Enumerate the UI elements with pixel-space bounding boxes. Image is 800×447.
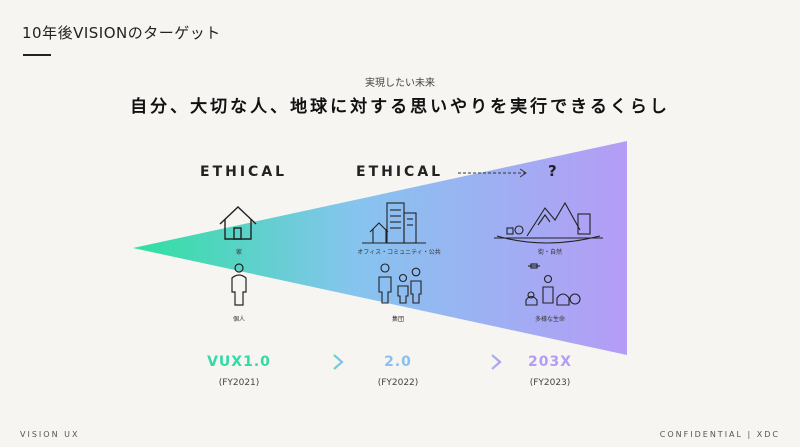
fiscal-year-label: (FY2022) (377, 378, 419, 388)
ethical-label: ETHICAL (356, 164, 444, 180)
icon-caption-home: 家 (235, 249, 242, 256)
footer-confidential: CONFIDENTIAL | XDC (659, 430, 780, 439)
question-mark-label: ? (548, 162, 560, 180)
diverse-life-icon (525, 263, 581, 306)
arrow-right-icon (455, 354, 502, 370)
version-label: 203X (527, 354, 573, 370)
page-title: 10年後VISIONのターゲット (22, 24, 221, 42)
arrow-right-icon (296, 354, 344, 370)
nature-town-icon (494, 201, 603, 244)
footer-brand: VISION UX (20, 430, 80, 439)
icon-caption-nature: 街・自然 (537, 249, 562, 256)
ethical-label: ETHICAL (200, 164, 288, 180)
version-label: VUX1.0 (207, 354, 271, 370)
house-icon (219, 206, 257, 240)
fiscal-year-label: (FY2021) (218, 378, 260, 388)
building-icon (362, 202, 426, 244)
headline: 自分、大切な人、地球に対する思いやりを実行できるくらし (130, 97, 670, 117)
funnel-triangle (133, 141, 627, 355)
subheading: 実現したい未来 (365, 78, 435, 89)
icon-caption-office: オフィス・コミュニティ・公共 (357, 249, 441, 256)
person-caption-group: 集団 (391, 316, 404, 323)
fiscal-year-label: (FY2023) (529, 378, 571, 388)
person-caption-individual: 個人 (232, 316, 245, 323)
person-icon (231, 263, 247, 306)
version-label: 2.0 (384, 354, 412, 370)
group-icon (378, 263, 422, 304)
person-caption-diverse: 多様な生命 (534, 316, 565, 323)
title-underline (23, 54, 51, 56)
